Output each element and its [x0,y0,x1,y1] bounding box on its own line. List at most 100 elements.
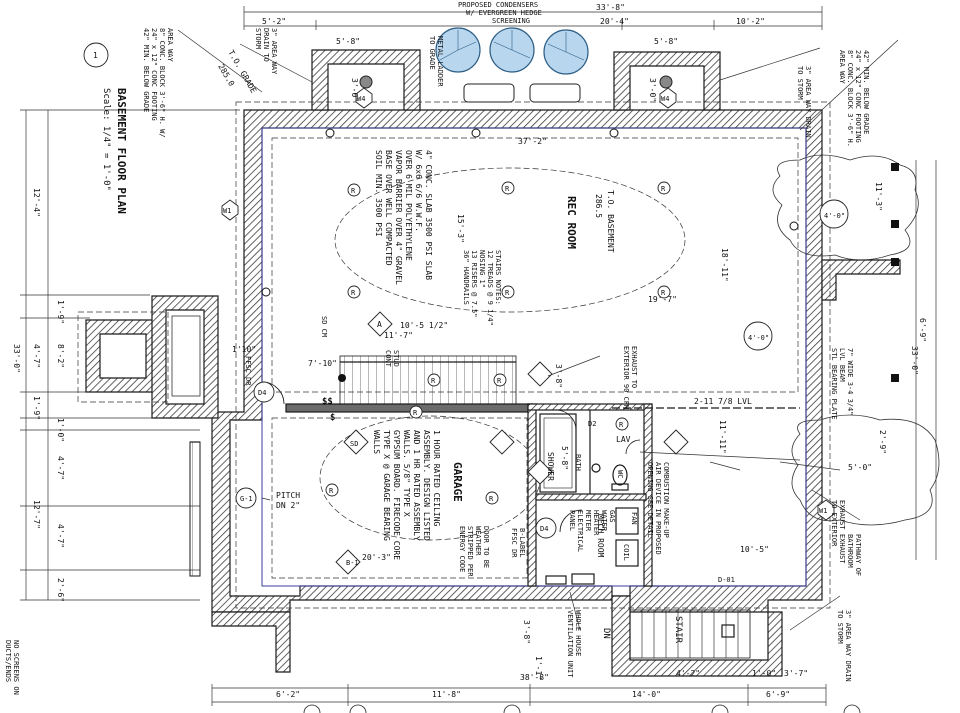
tag-r-10: R [413,409,418,417]
note-ffsc: FFSC DR [244,356,252,386]
note-line: 36" HANDRAILS [462,250,470,305]
note-line: DOOR TO BE [482,526,490,568]
note-stairs: STAIRS NOTES: 12 TREADS @ 9 1/4" NOSING … [462,250,502,326]
note-line: FFSC DR [510,528,518,558]
note-line: TO STORM [796,66,804,100]
tag-w4-top-r: W4 [661,95,669,103]
tag-d2: D2 [588,420,596,428]
dim-int-5: 11'-7" [384,331,413,340]
window-tag-icon [221,199,239,221]
note-line: DRAIN TO [262,28,270,62]
note-line: HEATER [592,510,600,536]
dim-int-8: 1'10" [232,345,256,354]
section-marker-icon [743,321,773,351]
tag-r-8: R [329,487,334,495]
note-line: VENTILATION UNIT [566,610,574,678]
note-whole-house: WHOLE HOUSE VENTILATION UNIT [566,610,582,678]
note-line: AREA WAY [838,50,846,85]
tag-d1: D-01 [718,576,735,584]
dim-top-3: 20'-4" [600,17,629,26]
note-area-way-right-drain: 3" AREA WAY DRAIN TO STORM [796,66,812,138]
tag-r-9: R [489,495,494,503]
dim-left-1: 12'-4" [32,188,41,217]
note-blabel: B-LABEL FFSC DR [510,528,526,558]
note-condensers-1: PROPOSED CONDENSERS [458,1,538,9]
note-line: W/ 6x6 6/6 W.W.F. [414,150,423,232]
tag-d4-lower: D4 [540,525,548,533]
dim-top-2: 33'-8" [596,3,625,12]
note-line: ELECTRICAL [576,510,584,552]
note-line: B-LABEL [518,528,526,558]
note-condensers-3: SCREENING [492,17,530,25]
note-line: 8" CONC. BLOCK 3'-6" H. [846,50,854,147]
assembly-tag-icon [527,459,553,485]
dim-int-4: 19'-7" [648,295,677,304]
tag-w1-left: W1 [223,207,231,215]
dim-left-5: 4'-7" [32,344,41,368]
evergreen-trees [435,27,589,103]
note-line: 4" CONC. SLAB 3500 PSI SLAB [424,150,433,280]
tag-dollar-2: $ [330,413,335,423]
assembly-tag-icon [367,311,393,337]
window-tag-icon [355,87,373,109]
tag-w1-right: W1 [819,507,827,515]
dim-int-7: 7'-10" [308,359,337,368]
dim-right-group: 11'-3" 6'-9" 33'-0" 2'-9" 5'-0" [848,182,927,472]
note-line: WHOLE HOUSE [574,610,582,656]
door-tag-icon [253,381,275,403]
dim-bottom-5: 38'-8" [520,673,549,682]
leader-lines [177,29,899,631]
dim-top-5: 5'-8" [336,37,360,46]
footing-dashed-lines [77,101,831,609]
note-line: 13 RISERS @ 7.5" [470,250,478,317]
tag-r-4: R [351,289,356,297]
note-lvl-beam: 7" WIDE 3-4 3/4" LVL BEAM STL BEARING PL… [830,348,854,420]
dim-left-9: 12'-7" [32,500,41,529]
note-furnace: FAN COIL [622,512,638,561]
note-line: 24" x 12" CONC FOOTING [854,50,862,143]
tag-dollar-1: $$ [322,397,333,407]
window-tag-icon [817,499,835,521]
light-fixture-icon [347,183,361,197]
note-line: ASSEMBLY. DESIGN LISTED [422,430,431,541]
dim-left-4: 33'-0" [12,344,21,373]
light-fixture-icon [657,181,671,195]
dim-top-4: 10'-2" [736,17,765,26]
tag-b1: B-1 [346,559,359,567]
dim-top-1: 5'-2" [262,17,286,26]
note-line: AREA WAY [166,28,174,63]
grid-bubbles [303,704,861,713]
tag-r-11: R [619,421,624,429]
assembly-tag-icon [343,429,369,455]
light-fixture-icon [493,373,507,387]
elev-basement-value: 286.5 [594,194,603,218]
note-line: EXHAUST [838,500,846,530]
elev-grade: T.O. GRADE [226,49,258,95]
note-pitch: PITCH DN 2" [276,491,300,510]
tag-r-3: R [661,185,666,193]
note-garage-wall: 1 HOUR RATED CEILING ASSEMBLY. DESIGN LI… [372,430,441,560]
note-line: TYPE X @ GARAGE BEARING [382,430,391,541]
door-tag-icon [535,517,557,539]
note-slab: 4" CONC. SLAB 3500 PSI SLAB W/ 6x6 6/6 W… [374,150,433,285]
note-line: 3" AREA WAY [270,28,278,75]
tag-g1: G-1 [240,495,253,503]
assembly-tag-icon [489,429,515,455]
note-line: TO STORM [836,610,844,644]
note-line: 3" AREA WAY DRAIN [804,66,812,138]
note-line: NO SCREENS ON [12,640,20,695]
elev-grade-value: 285.0 [216,63,236,89]
note-area-way-right: AREA WAY 8" CONC. BLOCK 3'-6" H. 24" x 1… [838,50,870,147]
light-fixture-icon [409,405,423,419]
note-line: 42" MIN. BELOW GRADE [142,28,150,112]
tag-a: A [377,320,382,329]
dim-int-12: 3'-8" [554,364,563,388]
note-line: CONT [384,350,392,368]
light-fixture-icon [657,285,671,299]
note-no-screens: NO SCREENS ON DUCTS/ENDS [4,640,20,695]
light-fixture-icon [501,285,515,299]
room-garage: GARAGE [451,462,464,502]
assembly-tag-icon [335,549,361,575]
window-tag-icon [659,87,677,109]
dim-left-6: 1'-0" [56,418,65,442]
